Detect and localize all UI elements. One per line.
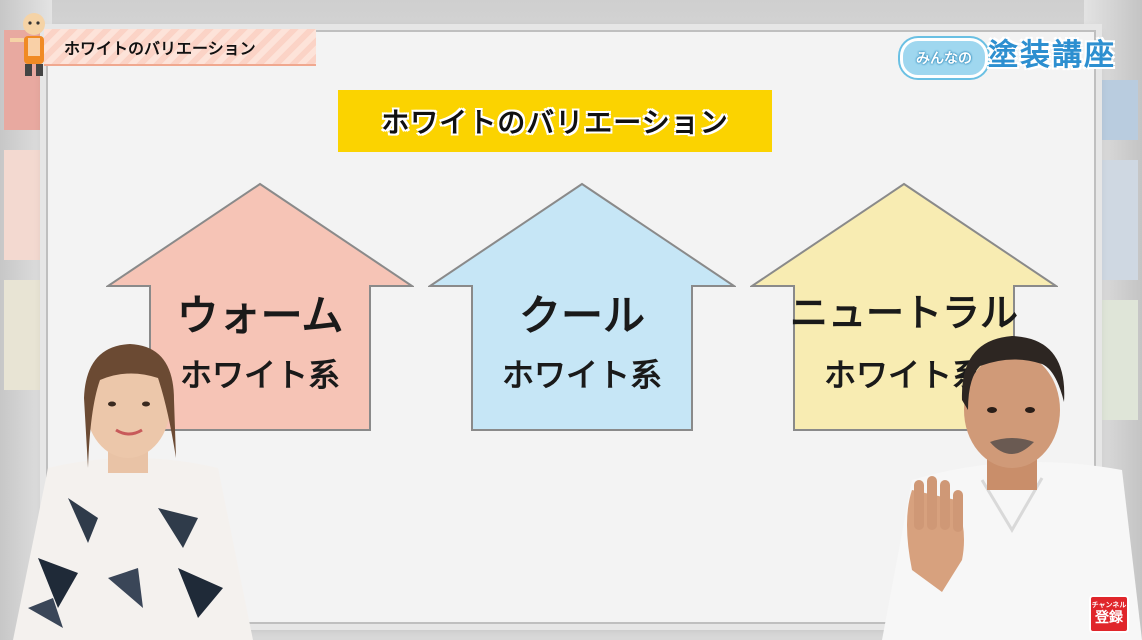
color-panel-pink xyxy=(4,150,44,260)
mascot-icon xyxy=(10,13,45,76)
subscribe-main-label: 登録 xyxy=(1095,610,1123,626)
logo-title: 塗装講座 xyxy=(988,38,1116,73)
arrow-label-sub: ホワイト系 xyxy=(179,356,340,394)
arrow-label-sub: ホワイト系 xyxy=(501,356,662,394)
topic-caption: ホワイトのバリエーション xyxy=(44,29,316,66)
color-panel-lightblue xyxy=(1092,160,1138,280)
subscribe-small-label: チャンネル xyxy=(1091,601,1127,609)
left-wall xyxy=(0,0,52,640)
presenter-woman xyxy=(13,344,253,640)
arrow-cool-white: クール ホワイト系 xyxy=(428,182,736,432)
arrow-shape xyxy=(106,182,414,431)
arrow-label-main: ニュートラル xyxy=(789,291,1018,335)
arrow-label-sub: ホワイト系 xyxy=(823,356,984,394)
arrow-warm-white: ウォーム ホワイト系 xyxy=(106,182,414,432)
presenter-man xyxy=(882,336,1142,640)
arrow-shape xyxy=(428,182,736,431)
logo-badge: みんなの xyxy=(900,38,988,78)
subscribe-button[interactable]: チャンネル 登録 xyxy=(1089,595,1129,633)
arrow-label-main: クール xyxy=(518,291,645,340)
slide-title: ホワイトのバリエーション xyxy=(338,90,772,152)
topic-caption-text: ホワイトのバリエーション xyxy=(64,38,256,58)
slide-title-text: ホワイトのバリエーション xyxy=(381,106,729,139)
channel-logo: みんなの 塗装講座 xyxy=(898,22,1118,80)
arrow-label-main: ウォーム xyxy=(176,291,344,340)
color-panel-green xyxy=(1092,300,1138,420)
color-panel-beige xyxy=(4,280,44,390)
color-panel-blue xyxy=(1092,80,1138,140)
